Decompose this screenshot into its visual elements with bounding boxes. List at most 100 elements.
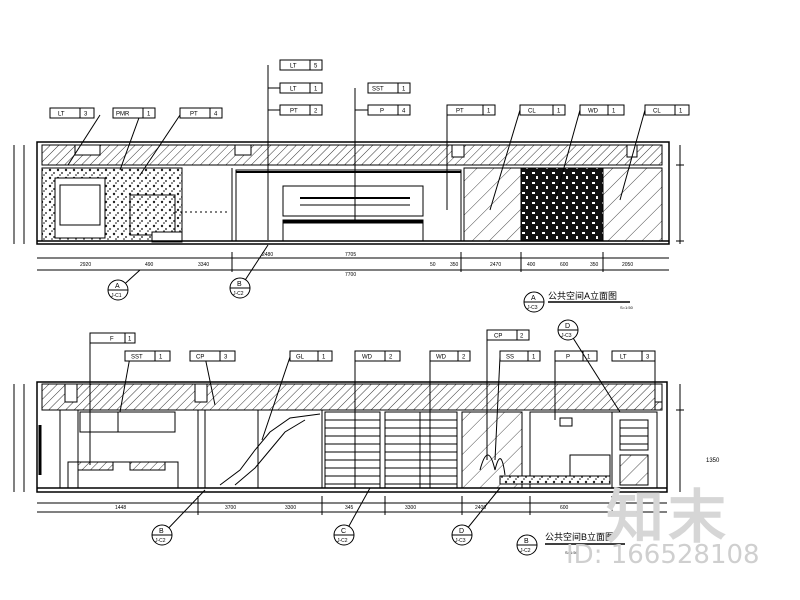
section-letter: C [341, 528, 346, 535]
tag-code: CP [196, 355, 204, 361]
tag-code: PMR [116, 112, 130, 118]
material-tag: SST 1 [367, 82, 411, 94]
tag-code: CL [528, 109, 536, 115]
tag-code: WD [588, 109, 599, 115]
dimension-label: 490 [145, 262, 154, 268]
dimension-label: 3700 [225, 505, 236, 511]
tag-code: SS [506, 355, 514, 361]
elevation-b-section-marks: B J-C2 C J-C2 D J-C3 D J-C3 [151, 319, 621, 546]
elevation-a-section-marks: A J-C1 B J-C2 [107, 244, 269, 301]
dimension-label: 3300 [405, 505, 416, 511]
tag-num: 5 [314, 64, 318, 70]
elevation-b-dimensions: 1448 3700 3300 345 3300 2400 600 1350 [115, 458, 720, 511]
tag-code: WD [436, 355, 447, 361]
tag-num: 1 [402, 87, 406, 93]
tag-code: LT [620, 355, 627, 361]
tag-num: 3 [224, 355, 228, 361]
section-ref: J-C1 [111, 293, 122, 299]
section-ref: J-C2 [155, 538, 166, 544]
section-mark-b: B J-C2 [229, 244, 269, 299]
tag-num: 1 [532, 355, 536, 361]
title-mark-letter: B [524, 538, 529, 545]
tag-num: 1 [128, 337, 132, 343]
tag-code: P [380, 109, 384, 115]
material-tag: CL 1 [644, 104, 690, 116]
dimension-label: 600 [560, 505, 569, 511]
tag-code: PT [290, 109, 298, 115]
section-letter: D [459, 528, 464, 535]
tag-num: 1 [557, 109, 561, 115]
title-mark-ref: J-C2 [520, 548, 531, 554]
tag-num: 1 [587, 355, 591, 361]
section-ref: J-C3 [455, 538, 466, 544]
dimension-label: 600 [560, 262, 569, 268]
section-mark-b: B J-C2 [151, 489, 206, 546]
tag-code: GL [296, 355, 305, 361]
elevation-title: 公共空间A立面图 [548, 290, 617, 301]
elevation-title: 公共空间B立面图 [545, 531, 614, 542]
tag-num: 4 [214, 112, 218, 118]
material-tag: PMR 1 [112, 107, 156, 119]
material-tag: CL 1 [519, 104, 566, 116]
dimension-label: 350 [450, 262, 459, 268]
elevation-scale: S=1:50 [620, 305, 634, 310]
material-tag: PT 4 [179, 107, 223, 119]
section-letter: D [565, 323, 570, 330]
tag-num: 1 [147, 112, 151, 118]
tag-num: 3 [84, 112, 88, 118]
dimension-label: 345 [345, 505, 354, 511]
material-tag: CP 3 [189, 350, 236, 362]
section-mark-d-upper: D J-C3 [557, 319, 621, 413]
dimension-label: 3300 [285, 505, 296, 511]
watermark-id: ID: 166528108 [566, 540, 760, 570]
elevation-scale: S=1:50 [565, 550, 579, 555]
dimension-label: 2480 [262, 252, 273, 258]
dimension-label: 2050 [622, 262, 633, 268]
tag-code: PT [190, 112, 198, 118]
elevation-b-title: B J-C2 公共空间B立面图 S=1:50 [516, 531, 625, 556]
tag-num: 1 [322, 355, 326, 361]
section-letter: B [159, 528, 164, 535]
tag-code: CP [494, 334, 502, 340]
material-tag: GL 1 [289, 350, 333, 362]
dimension-label: 2470 [490, 262, 501, 268]
tag-num: 2 [389, 355, 393, 361]
section-mark-d: D J-C3 [451, 487, 501, 546]
title-mark-ref: J-C3 [527, 305, 538, 311]
material-tag: SS 1 [499, 350, 541, 362]
dimension-label: 7705 [345, 252, 356, 258]
side-dimension: 1350 [706, 458, 720, 464]
section-ref: J-C2 [233, 291, 244, 297]
tag-num: 1 [679, 109, 683, 115]
dimension-label: 350 [590, 262, 599, 268]
watermark-logo: 知末 [606, 483, 731, 551]
tag-code: SST [372, 87, 384, 93]
section-letter: B [237, 281, 242, 288]
material-tag: WD 2 [354, 350, 401, 362]
section-mark-c: C J-C2 [333, 487, 371, 546]
tag-code: SST [131, 355, 143, 361]
title-mark-letter: A [531, 295, 536, 302]
elevation-b [13, 335, 684, 515]
dimension-label: 3340 [198, 262, 209, 268]
tag-num: 4 [402, 109, 406, 115]
tag-code: WD [362, 355, 373, 361]
tag-code: CL [653, 109, 661, 115]
section-mark-a: A J-C1 [107, 269, 141, 301]
tag-num: 1 [487, 109, 491, 115]
elevation-a-dimensions: 2920 490 3340 2480 7705 50 350 2470 400 … [80, 252, 633, 278]
elevation-a [13, 65, 684, 272]
